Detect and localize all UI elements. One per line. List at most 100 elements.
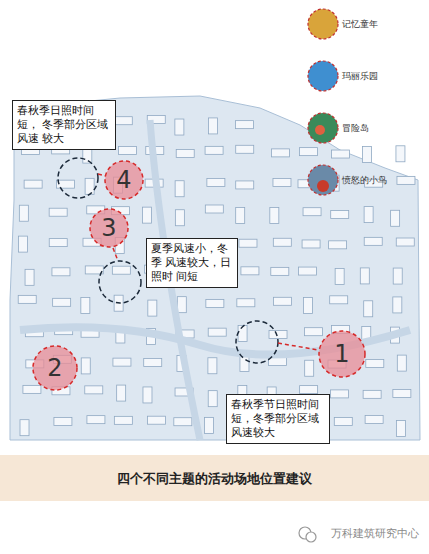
building bbox=[302, 240, 320, 248]
building bbox=[81, 297, 90, 313]
legend-icon bbox=[308, 61, 338, 91]
building bbox=[205, 146, 223, 154]
building bbox=[304, 328, 322, 336]
building bbox=[175, 181, 184, 197]
building bbox=[148, 416, 166, 424]
building bbox=[19, 205, 28, 221]
callout-number: 1 bbox=[334, 340, 349, 368]
building bbox=[176, 150, 194, 158]
wechat-icon bbox=[306, 532, 316, 542]
building bbox=[363, 147, 372, 163]
site-circle: 3 bbox=[89, 208, 129, 248]
building bbox=[396, 238, 414, 246]
building bbox=[240, 356, 249, 372]
building bbox=[114, 117, 132, 125]
building bbox=[85, 386, 103, 394]
building bbox=[49, 239, 67, 247]
building bbox=[365, 416, 383, 424]
callout-box: 春秋季日照时间短， 冬季部分区域风速 较大 bbox=[12, 100, 116, 150]
legend-icon bbox=[308, 9, 338, 39]
building bbox=[205, 417, 214, 433]
building bbox=[305, 360, 314, 376]
buildings bbox=[18, 115, 415, 436]
watermark: 万科建筑研究中心 bbox=[331, 526, 419, 541]
building bbox=[397, 176, 415, 184]
building bbox=[397, 355, 406, 371]
building bbox=[236, 207, 245, 223]
building bbox=[23, 385, 41, 393]
building bbox=[114, 416, 132, 424]
building bbox=[143, 387, 152, 403]
building bbox=[236, 181, 254, 189]
building bbox=[175, 119, 184, 135]
building bbox=[360, 268, 369, 284]
building bbox=[237, 299, 255, 307]
building bbox=[177, 297, 186, 313]
legend-text: 记忆童年 bbox=[342, 18, 378, 31]
building bbox=[20, 420, 29, 436]
legend-icon bbox=[308, 165, 338, 195]
building bbox=[271, 267, 289, 275]
building bbox=[331, 211, 349, 219]
callout-number: 3 bbox=[101, 214, 116, 242]
building bbox=[329, 241, 347, 249]
site-outline bbox=[10, 96, 420, 440]
building bbox=[330, 390, 348, 398]
building bbox=[25, 269, 34, 285]
building bbox=[334, 418, 352, 426]
building bbox=[303, 297, 312, 313]
building bbox=[24, 180, 42, 188]
building bbox=[330, 296, 348, 304]
building bbox=[117, 385, 126, 401]
shade-circle bbox=[58, 158, 98, 198]
legend-icon-detail bbox=[317, 180, 329, 192]
shade-circle bbox=[236, 321, 278, 363]
building bbox=[235, 121, 253, 129]
site-circle: 4 bbox=[104, 160, 144, 200]
callout-text: 春秋季节日照时间 短，冬季部分区域 风速较大 bbox=[231, 398, 325, 440]
building bbox=[363, 390, 381, 398]
callout-box: 春秋季节日照时间 短，冬季部分区域 风速较大 bbox=[226, 394, 330, 444]
legend-text: 玛丽乐园 bbox=[342, 70, 378, 83]
building bbox=[53, 298, 71, 306]
building bbox=[393, 389, 411, 397]
building bbox=[273, 179, 291, 187]
building bbox=[207, 179, 225, 187]
callout-box: 夏季风速小，冬季 风速较大，日照时 间短 bbox=[146, 238, 238, 288]
building bbox=[391, 210, 400, 226]
building bbox=[208, 358, 217, 374]
building bbox=[239, 239, 257, 247]
building bbox=[206, 299, 224, 307]
building bbox=[85, 178, 94, 194]
building bbox=[174, 418, 192, 426]
legend-text: 愤怒的小鸟 bbox=[342, 174, 387, 187]
building bbox=[118, 146, 136, 154]
building bbox=[148, 300, 157, 316]
circle-shape bbox=[105, 161, 143, 199]
legend-icon-detail bbox=[315, 125, 325, 135]
building bbox=[273, 238, 291, 246]
building bbox=[87, 416, 105, 424]
building bbox=[238, 326, 247, 342]
building bbox=[144, 359, 162, 367]
building bbox=[303, 208, 321, 216]
building bbox=[81, 358, 90, 374]
callout-text: 夏季风速小，冬季 风速较大，日照时 间短 bbox=[151, 242, 233, 284]
building bbox=[364, 207, 373, 223]
circle-shape bbox=[33, 346, 77, 390]
building bbox=[208, 328, 226, 336]
building bbox=[112, 266, 130, 274]
leader-lines bbox=[98, 174, 318, 350]
callout-text: 春秋季日照时间短， 冬季部分区域风速 较大 bbox=[17, 104, 111, 146]
building bbox=[300, 386, 318, 394]
legend-icons bbox=[308, 9, 338, 195]
callout-number: 2 bbox=[47, 354, 62, 382]
building bbox=[175, 210, 184, 226]
building bbox=[300, 148, 318, 156]
legend-icon bbox=[308, 113, 338, 143]
legend-text: 冒险岛 bbox=[342, 122, 369, 135]
building bbox=[49, 208, 67, 216]
building bbox=[274, 297, 292, 305]
building bbox=[393, 297, 402, 313]
